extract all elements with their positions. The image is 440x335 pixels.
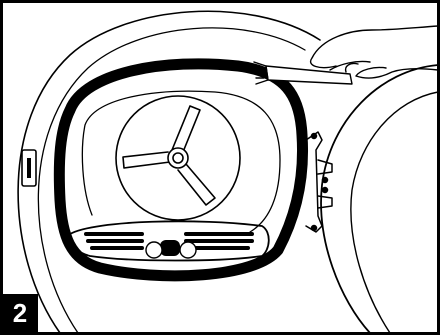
door-latch-slot	[27, 158, 31, 178]
lint-filter-handle-right	[180, 242, 196, 258]
door-hinge	[306, 132, 332, 232]
hand-thumb	[346, 63, 358, 72]
lint-filter-handle-left	[146, 242, 162, 258]
open-door-inner	[351, 92, 438, 333]
hand-outline	[311, 26, 438, 78]
step-number-badge: 2	[2, 294, 38, 333]
lint-filter-slots	[84, 232, 254, 256]
open-door-outer	[321, 65, 438, 333]
drum-paddle-hub	[123, 106, 215, 205]
hand-holding-brush	[254, 26, 438, 84]
